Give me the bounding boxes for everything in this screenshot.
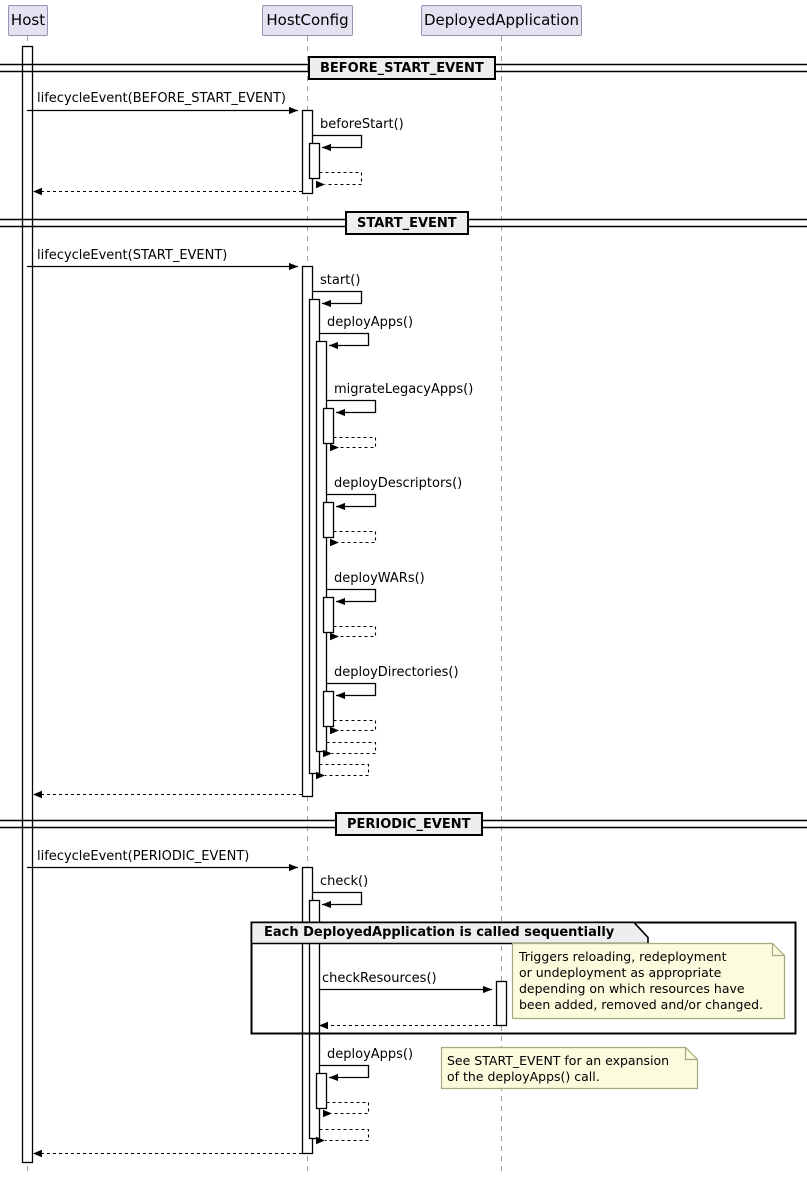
message-label-deploywars: deployWARs() (334, 571, 425, 586)
message-label-deploydirectories: deployDirectories() (334, 665, 459, 680)
message-label-lifecycleevent-start: lifecycleEvent(START_EVENT) (37, 248, 228, 263)
activation-host (21, 45, 34, 1164)
divider-before-start-event: BEFORE_START_EVENT (308, 56, 496, 80)
group-frame-tab (250, 921, 649, 945)
divider-start-event: START_EVENT (345, 211, 469, 235)
divider-periodic-event: PERIODIC_EVENT (335, 812, 483, 836)
message-label-deployapps-start: deployApps() (327, 315, 414, 330)
message-deploydirectories (326, 682, 377, 700)
arrowhead-return-start (33, 790, 42, 799)
activation-hostconfig-2 (308, 142, 321, 180)
participant-deployedapplication-label: DeployedApplication (423, 11, 580, 29)
arrowhead-deploywars-return (330, 632, 339, 641)
activation-deploydescriptors (322, 501, 335, 539)
participant-hostconfig[interactable]: HostConfig (262, 5, 353, 36)
message-deploydirectories-return (333, 719, 377, 732)
participant-deployedapplication[interactable]: DeployedApplication (421, 5, 582, 36)
message-deploywars (326, 588, 377, 606)
message-deployapps-periodic (319, 1064, 370, 1082)
participant-host-label: Host (10, 11, 46, 29)
message-check-return (319, 1128, 370, 1142)
activation-deploywars (322, 596, 335, 634)
arrowhead-beforestart-return (316, 180, 325, 189)
lifelines (27, 36, 502, 1172)
message-label-deployapps-periodic: deployApps() (327, 1047, 414, 1062)
message-migratelegacyapps (326, 399, 377, 417)
arrowhead-deploydescriptors-return (330, 538, 339, 547)
arrowhead-deployapps-start-return (323, 749, 332, 758)
arrowhead-migratelegacyapps-return (330, 443, 339, 452)
activation-deploydirectories (322, 690, 335, 728)
message-label-lifecycleevent-before-start: lifecycleEvent(BEFORE_START_EVENT) (37, 91, 286, 106)
message-beforestart-return (319, 171, 363, 186)
message-label-deploydescriptors: deployDescriptors() (334, 476, 463, 491)
message-deploydescriptors (326, 493, 377, 511)
activation-deployedapplication (495, 980, 508, 1027)
message-label-check: check() (320, 874, 369, 889)
arrowhead-start-return (316, 771, 325, 780)
message-label-checkresources: checkResources() (322, 971, 437, 986)
activation-migratelegacyapps (322, 407, 335, 445)
message-label-beforestart: beforeStart() (320, 117, 404, 132)
message-check (312, 891, 363, 909)
activation-periodic-3 (315, 1072, 328, 1110)
participant-hostconfig-label: HostConfig (266, 11, 349, 29)
divider-before-start-event-label: BEFORE_START_EVENT (320, 60, 484, 76)
participant-host[interactable]: Host (8, 5, 48, 36)
message-deploydescriptors-return (333, 530, 377, 544)
arrowhead-return-before-start (33, 187, 42, 196)
note-deploy-apps-shape (440, 1046, 699, 1090)
note-deploy-apps-text: See START_EVENT for an expansion of the … (447, 1053, 670, 1084)
divider-periodic-event-label: PERIODIC_EVENT (347, 816, 471, 832)
divider-start-event-label: START_EVENT (357, 215, 457, 231)
message-start-return (319, 763, 370, 777)
message-deploywars-return (333, 625, 377, 638)
message-deployapps-periodic-return (326, 1101, 370, 1115)
activation-periodic-2 (308, 899, 321, 1140)
activation-start-3 (315, 340, 328, 753)
group-title-sequential: Each DeployedApplication is called seque… (264, 925, 615, 940)
message-deployapps-start-return (326, 741, 377, 755)
message-deployapps-start (319, 332, 370, 350)
message-label-start: start() (320, 273, 361, 288)
message-label-lifecycleevent-periodic: lifecycleEvent(PERIODIC_EVENT) (37, 849, 250, 864)
message-migratelegacyapps-return (333, 436, 377, 449)
arrowhead-deployapps-periodic-return (323, 1109, 332, 1118)
message-label-migratelegacyapps: migrateLegacyApps() (334, 382, 474, 397)
message-start (312, 290, 363, 308)
arrowhead-check-return (316, 1136, 325, 1145)
note-check-resources-shape (511, 942, 786, 1020)
message-beforestart (312, 134, 363, 152)
arrowhead-return-periodic (33, 1149, 42, 1158)
arrowhead-deploydirectories-return (330, 726, 339, 735)
note-check-resources-text: Triggers reloading, redeployment or unde… (519, 949, 764, 1012)
arrowhead-checkresources-return (319, 1021, 328, 1030)
